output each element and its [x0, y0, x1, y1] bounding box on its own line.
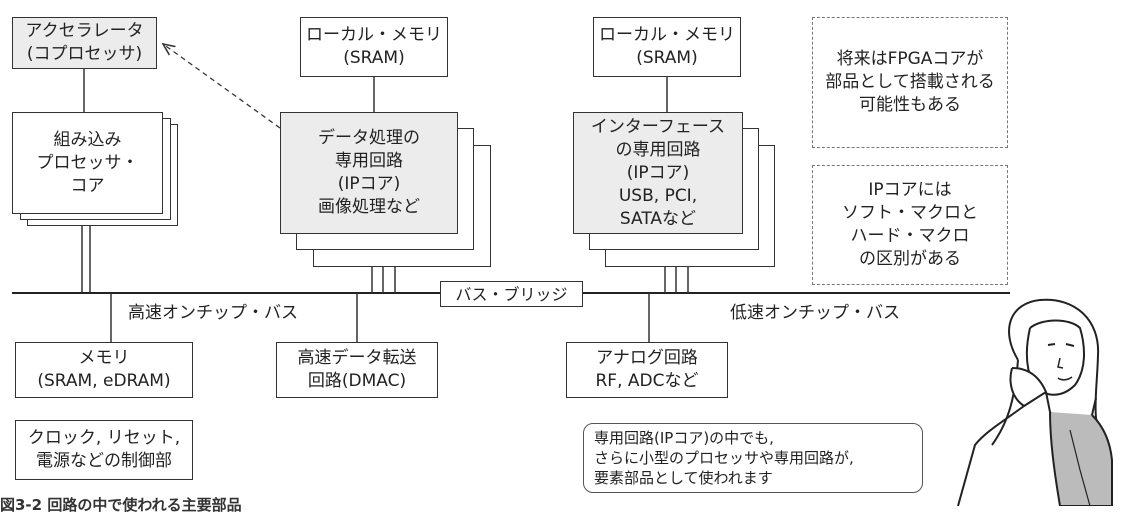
dashed-arrow: [163, 44, 281, 129]
low-speed-bus-label: 低速オンチップ・バス: [730, 303, 900, 323]
woman-illustration: [957, 298, 1113, 506]
speech-bubble: 専用回路(IPコア)の中でも, さらに小型のプロセッサや専用回路が, 要素部品と…: [583, 423, 923, 493]
accelerator-block: アクセラレータ (コプロセッサ): [12, 17, 157, 69]
dmac-block: 高速データ転送 回路(DMAC): [276, 342, 438, 398]
embedded-processor-core-block: 組み込み プロセッサ・ コア: [12, 112, 163, 214]
ip-core-note: IPコアには ソフト・マクロと ハード・マクロ の区別がある: [812, 165, 1008, 285]
data-processing-ip-core-block: データ処理の 専用回路 (IPコア) 画像処理など: [280, 112, 458, 234]
bus-bridge-block: バス・ブリッジ: [440, 281, 583, 307]
high-speed-bus-label: 高速オンチップ・バス: [128, 303, 298, 323]
figure-caption: 図3-2 回路の中で使われる主要部品: [0, 496, 242, 514]
analog-block: アナログ回路 RF, ADCなど: [566, 342, 728, 398]
clock-reset-power-block: クロック, リセット, 電源などの制御部: [15, 420, 193, 480]
interface-ip-core-block: インターフェース の専用回路 (IPコア) USB, PCI, SATAなど: [573, 112, 743, 234]
local-memory-block-2: ローカル・メモリ (SRAM): [593, 17, 741, 77]
fpga-note: 将来はFPGAコアが 部品として搭載される 可能性もある: [812, 17, 1008, 148]
local-memory-block-1: ローカル・メモリ (SRAM): [300, 17, 448, 77]
memory-block: メモリ (SRAM, eDRAM): [15, 342, 193, 398]
